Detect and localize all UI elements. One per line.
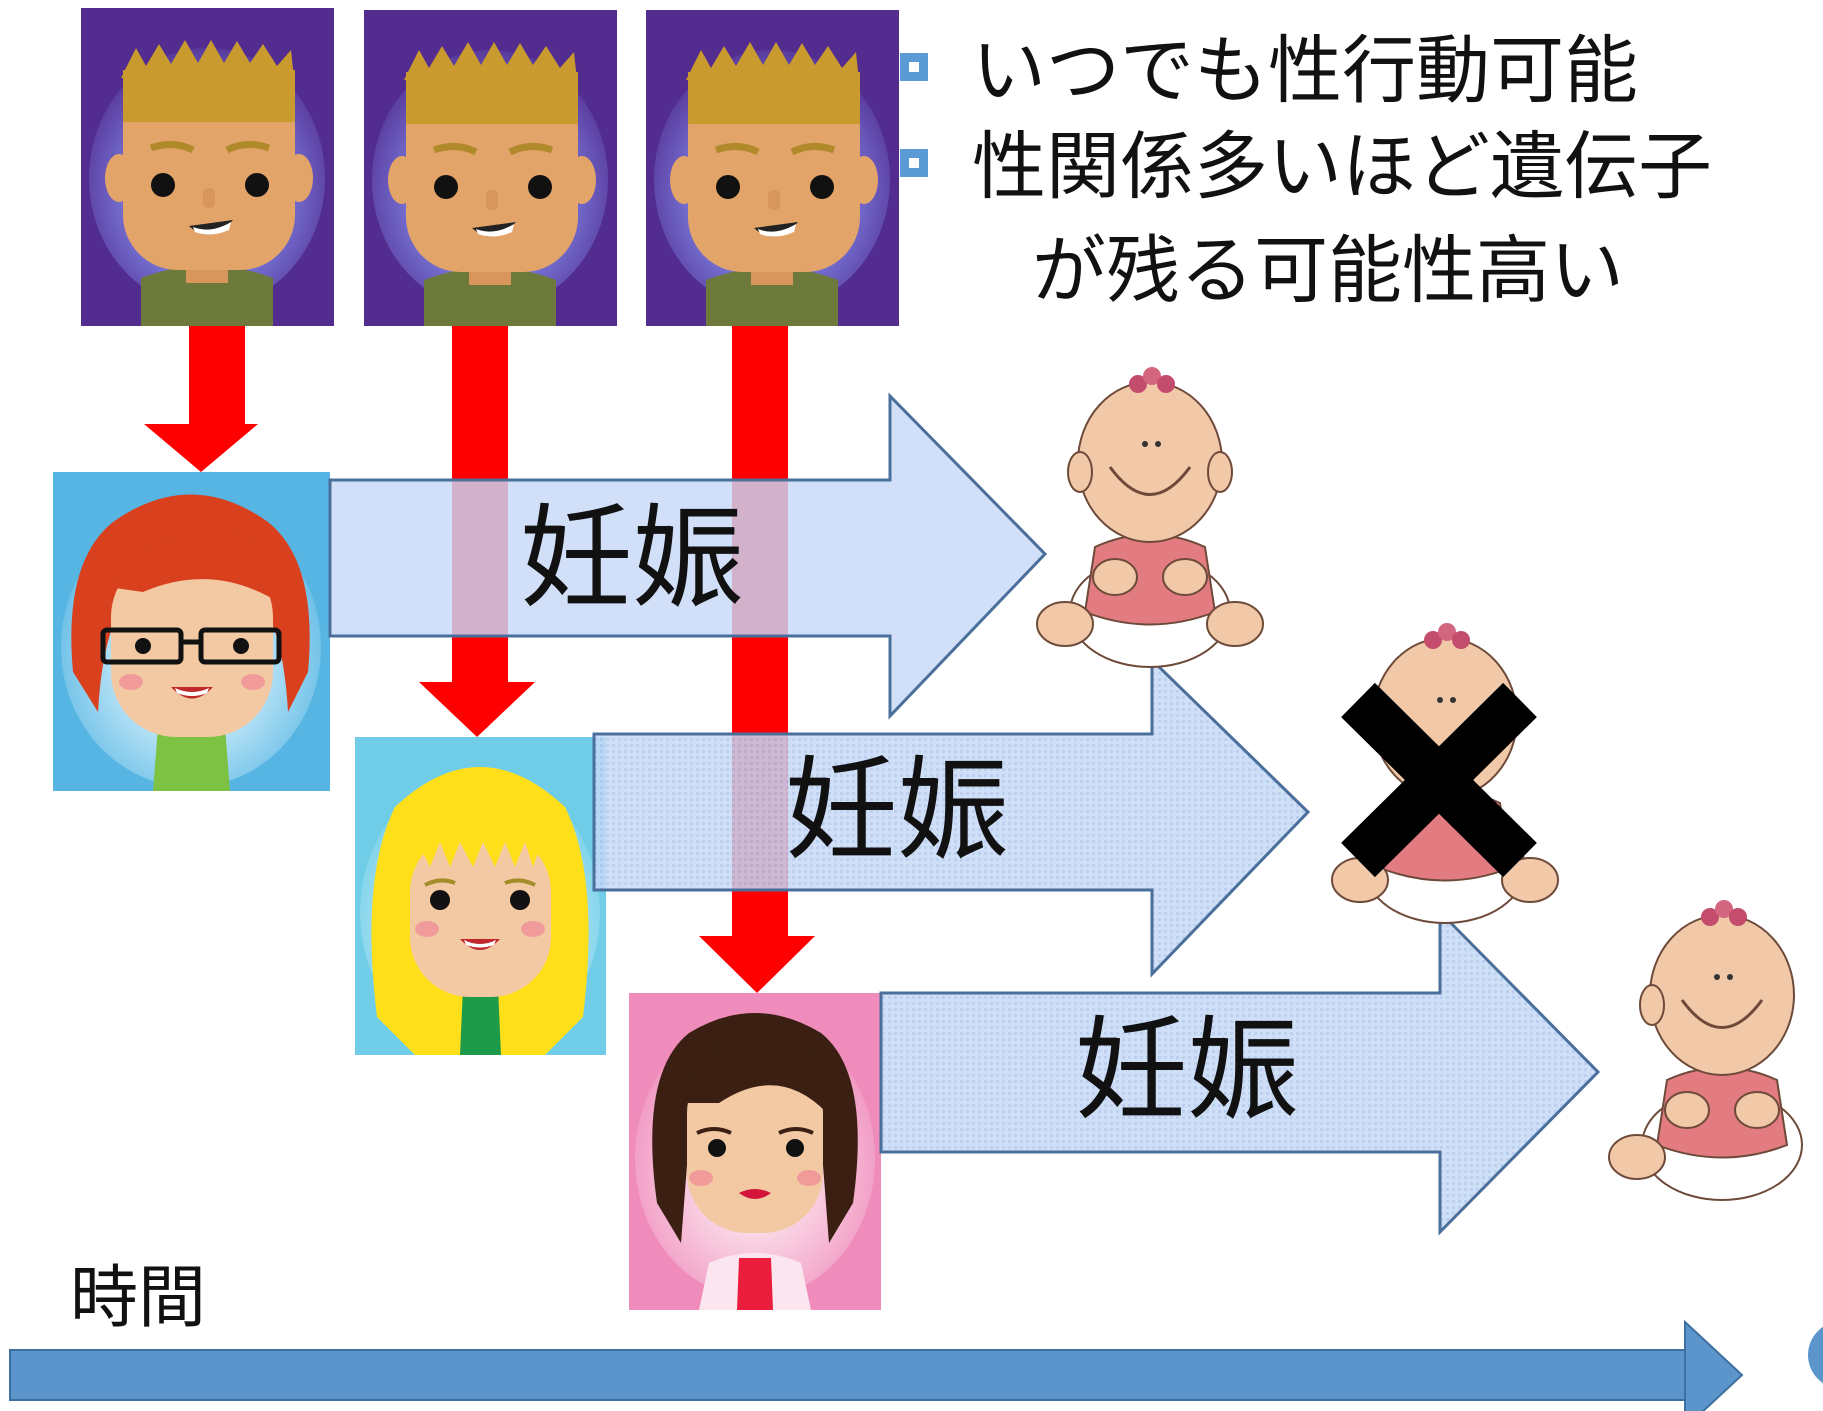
female-avatar-icon xyxy=(355,737,606,1055)
bullet-square-icon xyxy=(900,149,928,178)
cross-mark-icon xyxy=(1341,682,1537,878)
bullet-text: いつでも性行動可能 xyxy=(972,28,1638,114)
time-arrow xyxy=(9,1319,1744,1411)
red-arrow xyxy=(144,326,258,472)
bullet-text: 性関係多いほど遺伝子 xyxy=(972,124,1712,210)
red-arrow xyxy=(699,326,815,993)
pregnancy-arrow xyxy=(879,908,1601,1236)
baby-icon xyxy=(1608,900,1803,1201)
bullet-item: いつでも性行動可能 xyxy=(900,34,1638,108)
next-slide-indicator-icon xyxy=(1808,1326,1823,1384)
bullet-square-icon xyxy=(900,53,928,82)
male-avatar-icon xyxy=(81,8,334,326)
baby-icon xyxy=(1036,367,1264,668)
pregnancy-label: 妊娠 xyxy=(520,494,744,624)
time-label: 時間 xyxy=(70,1259,207,1338)
pregnancy-arrow xyxy=(328,392,1048,720)
bullet-continuation: が残る可能性高い xyxy=(1032,228,1624,314)
male-avatar-icon xyxy=(364,10,617,326)
female-avatar-icon xyxy=(53,472,330,791)
pregnancy-label: 妊娠 xyxy=(785,746,1009,876)
pregnancy-label: 妊娠 xyxy=(1075,1006,1299,1136)
male-avatar-icon xyxy=(646,10,899,326)
female-avatar-icon xyxy=(629,993,881,1310)
pregnancy-arrow xyxy=(592,656,1311,978)
bullet-item: 性関係多いほど遺伝子 xyxy=(900,130,1712,204)
